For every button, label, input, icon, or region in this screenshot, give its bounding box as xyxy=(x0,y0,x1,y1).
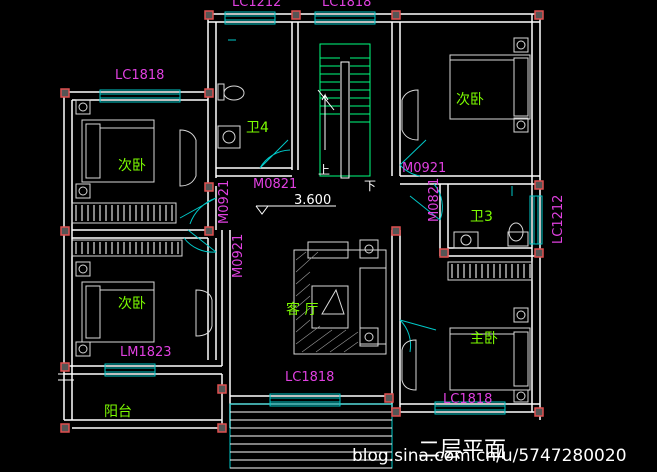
window-label: LC1818 xyxy=(285,370,334,385)
window-label: LC1212 xyxy=(551,195,566,244)
window-label: LC1818 xyxy=(115,68,164,83)
room-label: 次卧 xyxy=(118,158,146,174)
room-label: 次卧 xyxy=(118,296,146,312)
room-label: 主卧 xyxy=(470,331,498,347)
window-label: LC1818 xyxy=(443,392,492,407)
room-label: 阳台 xyxy=(104,404,132,420)
window-label: LC1818 xyxy=(322,0,371,10)
doors xyxy=(179,139,443,353)
elevation-value: 3.600 xyxy=(294,193,331,208)
door-label: M0921 xyxy=(231,234,246,278)
elevation-marker xyxy=(255,205,336,215)
room-label: 卫3 xyxy=(470,209,493,225)
windows xyxy=(99,11,543,469)
door-label: M0821 xyxy=(253,177,297,192)
room-label: 次卧 xyxy=(456,92,484,108)
furniture xyxy=(71,37,533,403)
window-label: LC1212 xyxy=(232,0,281,10)
room-label: 卫4 xyxy=(246,120,269,136)
room-label: 客 厅 xyxy=(286,301,318,318)
wardrobe-hatching xyxy=(75,205,531,278)
door-label: M0821 xyxy=(427,178,442,222)
entry-steps xyxy=(230,411,392,469)
carpet-hatch xyxy=(295,251,359,353)
stairs xyxy=(317,43,371,179)
door-label: M0921 xyxy=(402,161,446,176)
balcony-rail xyxy=(58,373,74,381)
door-label: LM1823 xyxy=(120,345,172,360)
stair-up-label: 上 xyxy=(318,163,330,177)
watermark: blog.sina.com.cn/u/5747280020 xyxy=(352,446,627,466)
door-label: M0921 xyxy=(217,180,232,224)
columns xyxy=(60,10,544,433)
floor-title: 二层平面 xyxy=(418,438,507,463)
stair-down-label: 下 xyxy=(364,179,376,193)
